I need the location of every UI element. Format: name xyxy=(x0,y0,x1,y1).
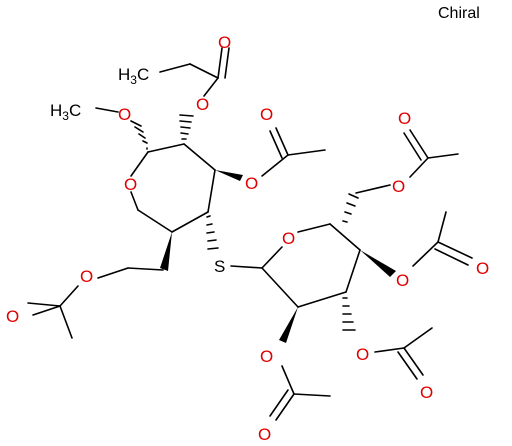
r2-c3-ester-oxygen-label: O xyxy=(356,345,369,364)
c6-carbonyl-oxygen-label: O xyxy=(6,307,19,326)
c2-carbonyl-oxygen-label: O xyxy=(218,33,231,52)
hashed-bond-ome xyxy=(130,120,148,150)
ring1-oxygen-label: O xyxy=(124,175,137,194)
r2-c4-ester-oxygen-label: O xyxy=(396,271,409,290)
chiral-label: Chiral xyxy=(438,5,480,22)
hashed-bond-r2-c6 xyxy=(342,193,359,223)
r2-c2-carbonyl-oxygen-label: O xyxy=(258,425,271,444)
hashed-bond-s xyxy=(206,215,219,250)
hashed-bond-r2-c3 xyxy=(342,297,356,331)
bonds xyxy=(27,47,473,421)
r2-c6-carbonyl-oxygen-label: O xyxy=(398,109,411,128)
r2-c2-ester-oxygen-label: O xyxy=(260,347,273,366)
ring2-oxygen-label: O xyxy=(282,229,295,248)
r2-c4-carbonyl-oxygen-label: O xyxy=(476,259,489,278)
c2-ester-oxygen-label: O xyxy=(196,95,209,114)
r2-c6-ester-oxygen-label: O xyxy=(392,177,405,196)
h3c-mid-label: H3C xyxy=(50,101,81,123)
atom-labels: H3C H3C O O O O O O O O S O O O O O O O … xyxy=(6,33,489,444)
c3-carbonyl-oxygen-label: O xyxy=(260,105,273,124)
hashed-bond-c2 xyxy=(179,114,194,140)
h3c-top-label: H3C xyxy=(118,65,149,87)
c6-ester-oxygen-label: O xyxy=(80,267,93,286)
sulfur-label: S xyxy=(214,257,225,276)
c3-ester-oxygen-label: O xyxy=(245,174,258,193)
r2-c3-carbonyl-oxygen-label: O xyxy=(420,383,433,402)
ome-oxygen-label: O xyxy=(118,105,131,124)
